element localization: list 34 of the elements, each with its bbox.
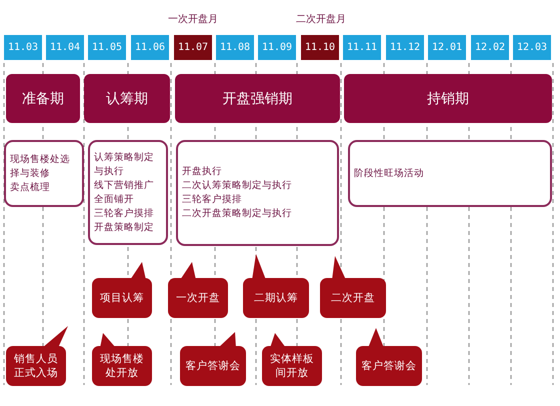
month-box: 12.03: [513, 35, 551, 60]
month-box: 12.01: [428, 35, 466, 60]
month-box: 11.04: [46, 35, 84, 60]
month-box: 11.12: [386, 35, 424, 60]
task-text: 三轮客户摸排: [94, 206, 155, 220]
phase-box: 认筹期: [84, 74, 170, 123]
task-box: [88, 140, 168, 245]
phase-box: 开盘强销期: [175, 74, 340, 123]
task-box: [4, 140, 84, 207]
task-box: [348, 140, 552, 207]
task-text: 三轮客户摸排: [182, 193, 243, 207]
task-text: 开盘执行: [182, 165, 223, 179]
task-text: 线下营销推广全面铺开: [94, 178, 155, 206]
task-text: 阶段性旺场活动: [354, 166, 425, 180]
month-label: 一次开盘月: [167, 13, 219, 26]
month-box: 11.03: [4, 35, 42, 60]
month-box: 11.11: [343, 35, 381, 60]
task-text: 卖点梳理: [10, 180, 51, 194]
month-box: 11.06: [131, 35, 169, 60]
month-label: 二次开盘月: [295, 13, 347, 26]
month-box: 12.02: [471, 35, 509, 60]
phase-box: 准备期: [6, 74, 80, 123]
month-box: 11.07: [174, 35, 212, 60]
month-box: 11.10: [301, 35, 339, 60]
month-box: 11.05: [88, 35, 126, 60]
month-box: 11.09: [258, 35, 296, 60]
month-box: 11.08: [216, 35, 254, 60]
task-text: 二次认筹策略制定与执行: [182, 179, 293, 193]
phase-box: 持销期: [344, 74, 552, 123]
task-text: 开盘策略制定: [94, 220, 155, 234]
task-text: 二次开盘策略制定与执行: [182, 207, 293, 221]
task-text: 现场售楼处选择与装修: [10, 152, 71, 180]
task-box: [176, 140, 339, 246]
task-text: 认筹策略制定与执行: [94, 150, 155, 178]
